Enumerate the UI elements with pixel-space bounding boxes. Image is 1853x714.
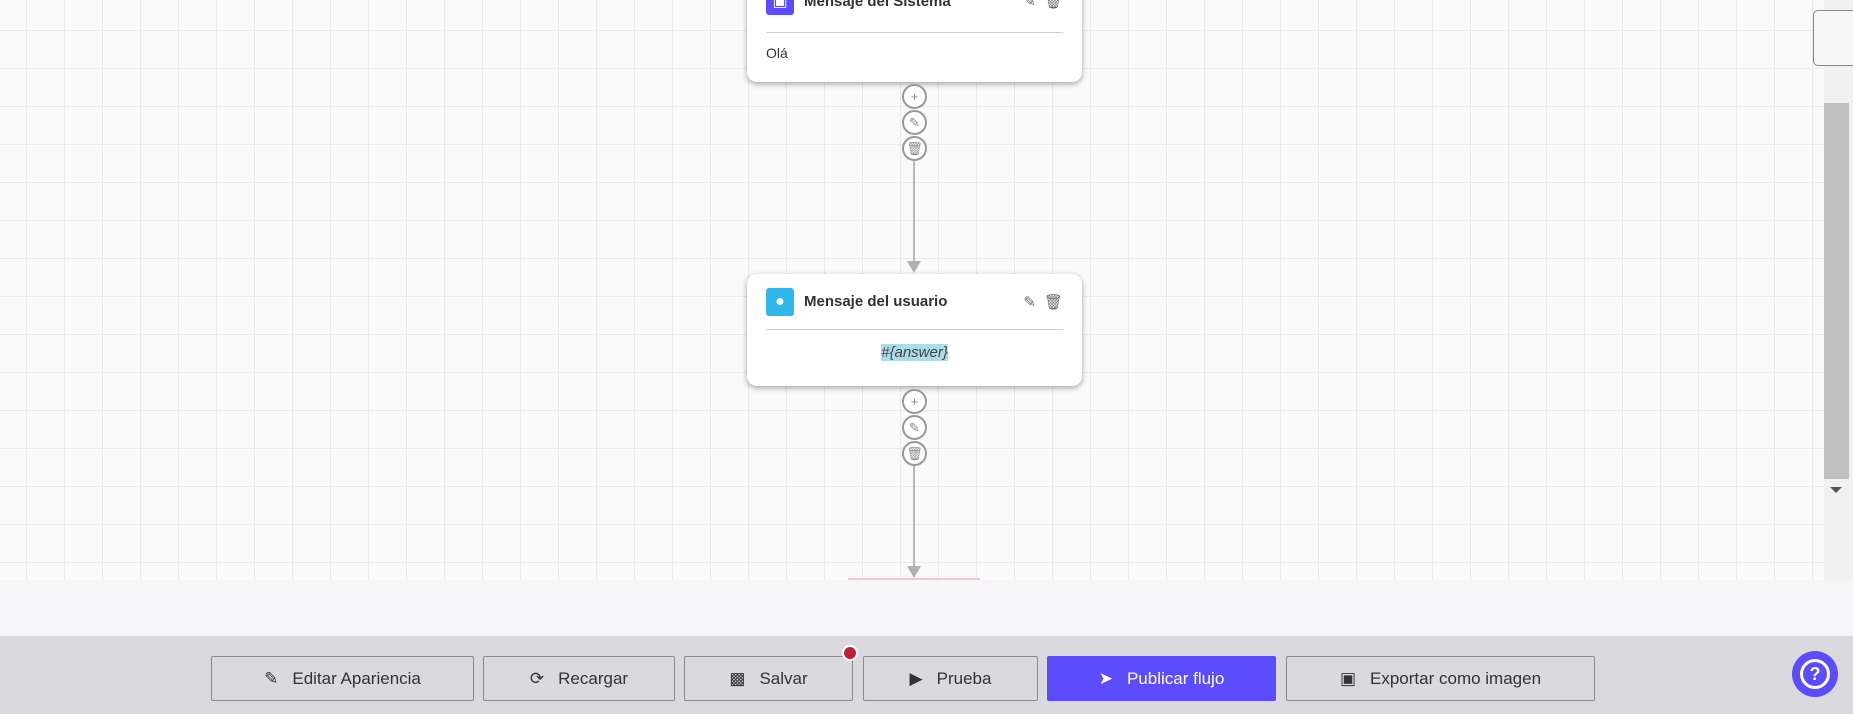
connector-arrow	[907, 261, 921, 273]
flow-canvas[interactable]: ▣ Mensaje del Sistema ✎ 🗑 Olá + ✎ 🗑 ● Me…	[0, 0, 1824, 580]
answer-variable: #{answer}	[881, 344, 948, 361]
user-icon: ●	[766, 287, 794, 316]
bottom-toolbar: ✎ Editar Apariencia ⟳ Recargar ▩ Salvar ▶ Pr…	[0, 636, 1853, 714]
node-header: ▣ Mensaje del Sistema ✎ 🗑	[766, 0, 1063, 33]
edit-connection-button[interactable]: ✎	[902, 110, 927, 135]
save-button[interactable]: ▩ Salvar	[684, 645, 858, 701]
connector-line	[913, 161, 915, 261]
node-title: Mensaje del usuario	[804, 293, 948, 310]
node-system-message[interactable]: ▣ Mensaje del Sistema ✎ 🗑 Olá	[747, 0, 1082, 82]
delete-connection-button[interactable]: 🗑	[902, 441, 927, 466]
vertical-scrollbar[interactable]	[1824, 0, 1853, 580]
button-label: Exportar como imagen	[1370, 668, 1542, 688]
edit-appearance-button[interactable]: ✎ Editar Apariencia	[211, 656, 474, 701]
test-button[interactable]: ▶ Prueba	[863, 656, 1038, 701]
play-icon: ▶	[909, 668, 923, 688]
trash-icon[interactable]: 🗑	[1043, 293, 1063, 311]
edit-icon: ✎	[264, 668, 279, 688]
node-body: Olá	[766, 45, 788, 61]
node-user-message[interactable]: ● Mensaje del usuario ✎ 🗑 #{answer}	[747, 274, 1082, 386]
button-label: Salvar	[759, 668, 808, 688]
button-label: Editar Apariencia	[292, 668, 421, 688]
minimap-panel[interactable]	[1813, 10, 1853, 66]
publish-flow-button[interactable]: ➤ Publicar flujo	[1047, 656, 1276, 701]
scroll-down-arrow[interactable]	[1830, 487, 1842, 493]
button-label: Recargar	[558, 668, 629, 688]
add-node-button[interactable]: +	[902, 84, 927, 109]
export-image-button[interactable]: ▣ Exportar como imagen	[1286, 656, 1595, 701]
refresh-icon: ⟳	[529, 668, 545, 688]
trash-icon[interactable]: 🗑	[1043, 0, 1063, 10]
help-button[interactable]: ?	[1792, 651, 1838, 697]
robot-icon: ▣	[766, 0, 794, 15]
edit-icon[interactable]: ✎	[1023, 293, 1036, 311]
button-label: Prueba	[936, 668, 992, 688]
reload-button[interactable]: ⟳ Recargar	[483, 656, 675, 701]
next-node-edge	[848, 578, 980, 580]
edit-icon[interactable]: ✎	[1023, 0, 1036, 10]
unsaved-changes-dot	[842, 645, 858, 661]
node-header: ● Mensaje del usuario ✎ 🗑	[766, 274, 1063, 330]
image-icon: ▣	[1339, 668, 1357, 688]
question-icon: ?	[1800, 659, 1830, 689]
edit-connection-button[interactable]: ✎	[902, 415, 927, 440]
node-title: Mensaje del Sistema	[804, 0, 951, 10]
add-node-button[interactable]: +	[902, 389, 927, 414]
delete-connection-button[interactable]: 🗑	[902, 136, 927, 161]
button-label: Publicar flujo	[1126, 668, 1225, 688]
connector-arrow	[907, 566, 921, 578]
scrollbar-thumb[interactable]	[1824, 103, 1849, 479]
floppy-icon: ▩	[729, 668, 746, 688]
connector-line	[913, 466, 915, 568]
rocket-icon: ➤	[1098, 668, 1113, 688]
